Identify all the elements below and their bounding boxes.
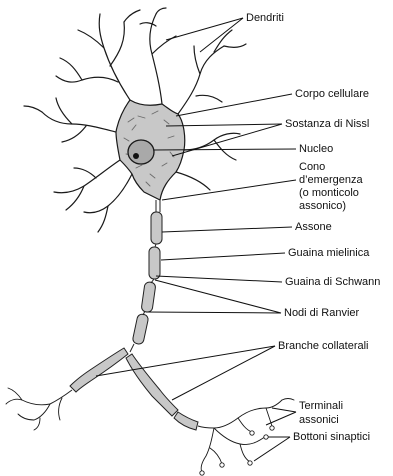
label-corpo-cellulare: Corpo cellulare [295,88,369,100]
axon [50,200,214,430]
synaptic-bouton [220,463,224,467]
synaptic-bouton [270,426,274,430]
label-branche-collaterali: Branche collaterali [278,340,369,352]
axon-terminals-left [6,388,62,430]
label-bottoni-sinaptici: Bottoni sinaptici [293,431,370,443]
nucleus [128,140,154,164]
synaptic-bouton [248,461,252,465]
label-cono-line4: assonico) [299,200,346,212]
synaptic-bouton [264,435,268,439]
label-cono-line1: Cono [299,161,325,173]
label-guaina-schwann: Guaina di Schwann [285,276,380,288]
label-terminali-line2: assonici [299,414,339,426]
label-cono-line3: (o monticolo [299,187,359,199]
label-guaina-mielinica: Guaina mielinica [288,247,370,259]
label-dendriti: Dendriti [246,12,284,24]
myelin-segment [132,313,149,345]
label-terminali-line1: Terminali [299,400,343,412]
label-nucleo: Nucleo [299,143,333,155]
synaptic-bouton [250,431,254,435]
synaptic-bouton [200,471,204,475]
label-sostanza-nissl: Sostanza di Nissl [285,118,369,130]
label-nodi-ranvier: Nodi di Ranvier [284,307,360,319]
nucleolus [133,153,139,159]
label-assone: Assone [295,221,332,233]
myelin-segment [151,212,162,244]
label-cono-line2: d’emergenza [299,174,363,186]
myelin-segment [141,281,156,312]
myelin-segment [149,247,160,279]
